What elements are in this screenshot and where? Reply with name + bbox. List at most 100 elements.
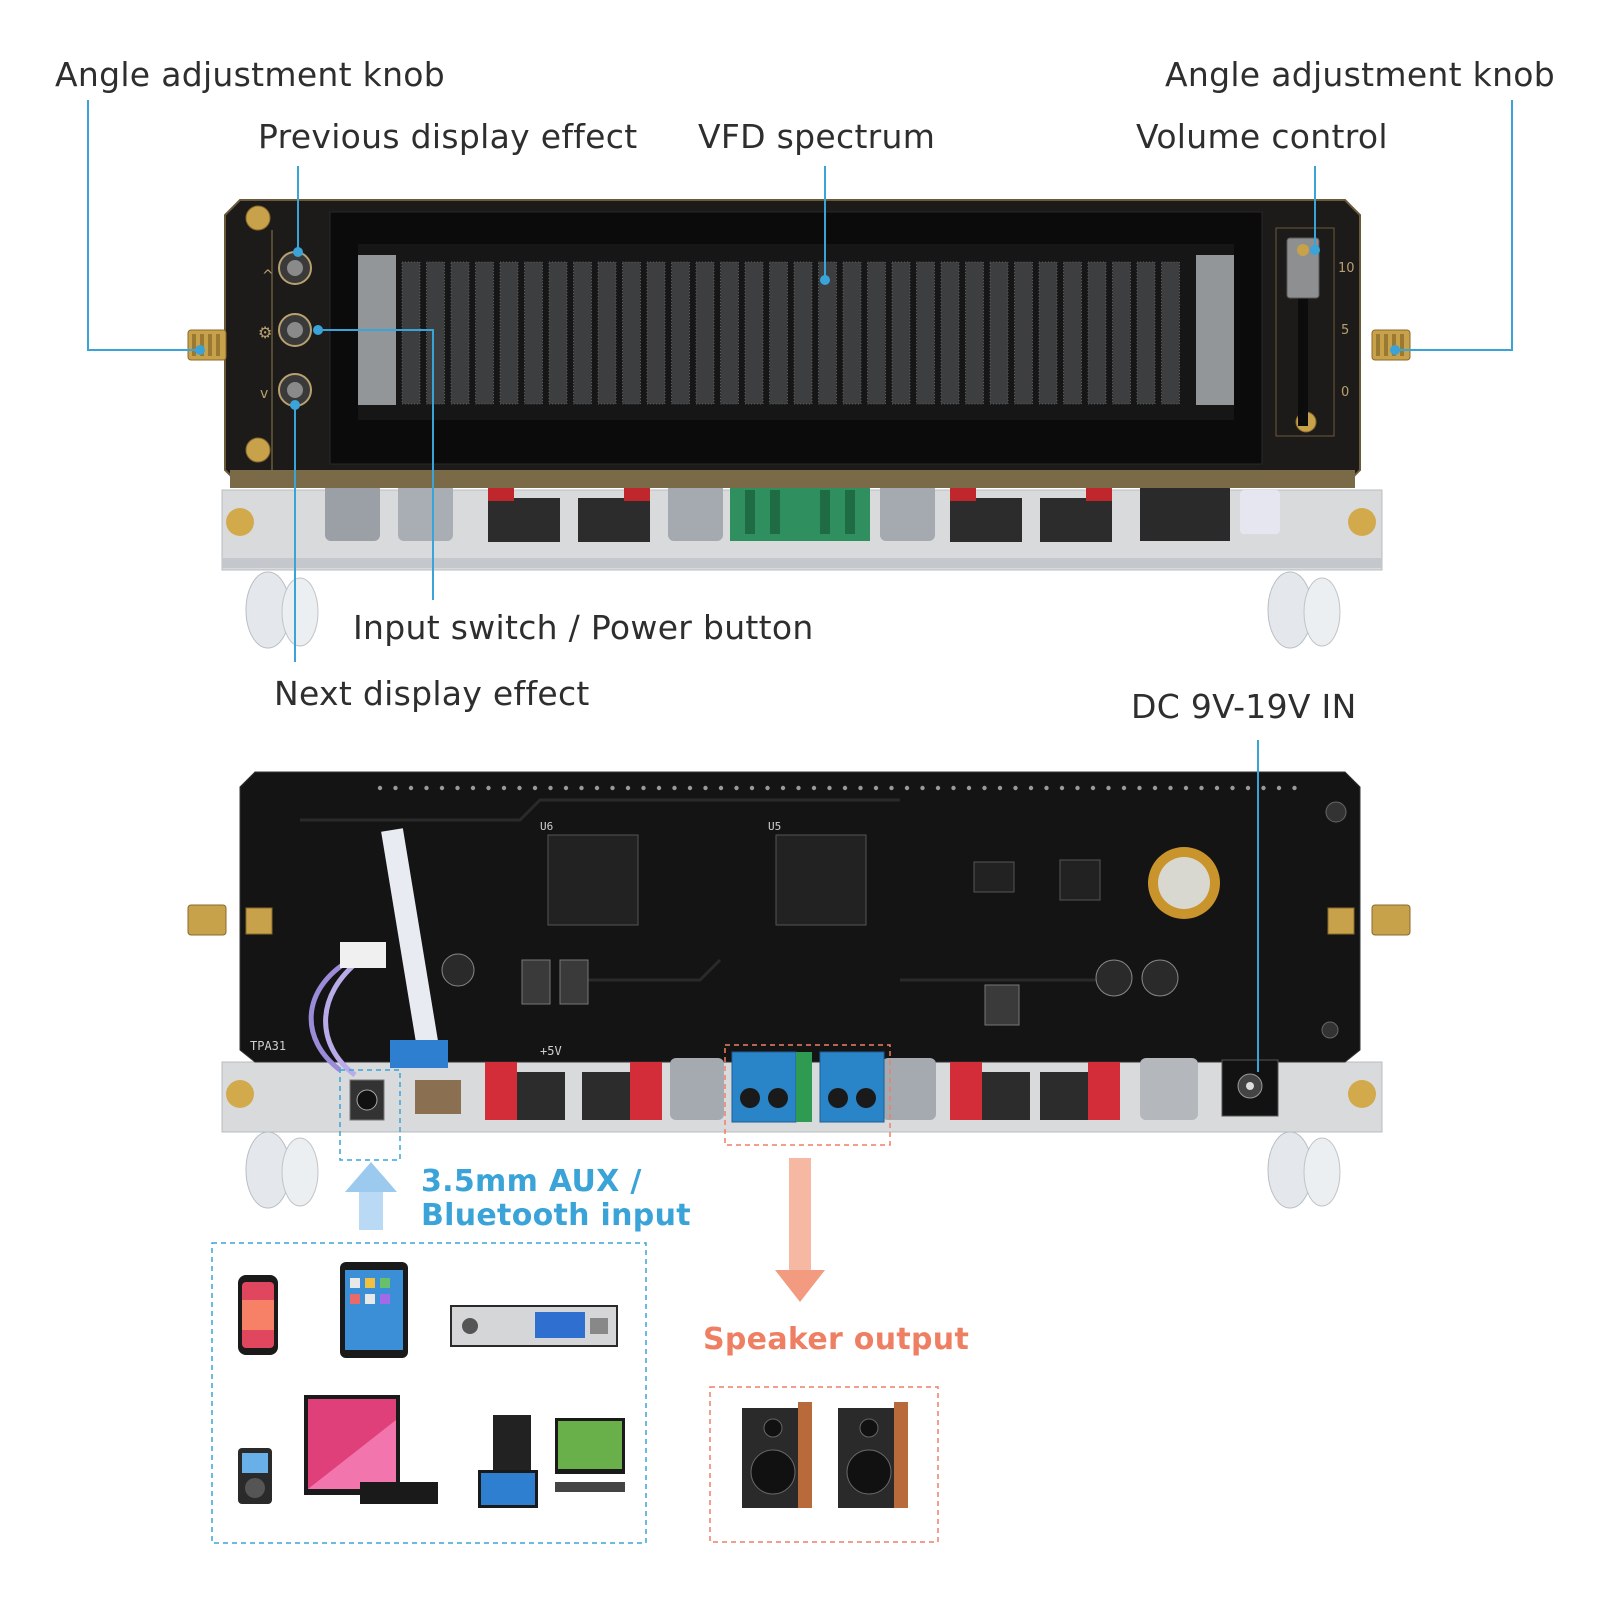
vfd-column	[695, 261, 715, 405]
header-pin	[734, 785, 739, 791]
vfd-column	[989, 261, 1009, 405]
header-pin	[1276, 785, 1282, 791]
vfd-column	[548, 261, 568, 405]
header-pin	[501, 785, 507, 791]
label-angle-knob-right: Angle adjustment knob	[1165, 55, 1556, 94]
back-component-strip	[415, 1058, 1198, 1120]
header-pin	[827, 785, 832, 791]
header-pin	[1013, 785, 1018, 791]
header-pin	[641, 785, 646, 791]
back-angle-knob-right[interactable]	[1327, 904, 1411, 936]
audio-player-icon	[450, 1305, 618, 1347]
header-pin	[563, 785, 569, 791]
vfd-column	[499, 261, 519, 405]
label-dc-in: DC 9V-19V IN	[1131, 687, 1357, 726]
header-pin	[1137, 785, 1142, 791]
header-pin	[749, 785, 755, 791]
chip-u6	[547, 834, 639, 926]
header-pin	[1152, 785, 1158, 791]
volume-slider[interactable]: 10 5 0	[1275, 227, 1355, 437]
header-pin	[1090, 785, 1096, 791]
vfd-column	[1161, 261, 1180, 405]
header-pin	[424, 785, 429, 791]
header-pin	[703, 785, 708, 791]
aux-jack[interactable]	[349, 1079, 385, 1121]
ribbon-cable	[381, 828, 441, 1062]
vfd-column	[744, 261, 764, 405]
callout-dots	[195, 245, 1400, 410]
vfd-column	[793, 261, 813, 405]
header-pin	[1245, 785, 1251, 791]
header-pin	[982, 785, 987, 791]
volume-scale-5: 5	[1341, 323, 1349, 338]
speaker-terminal-left[interactable]	[731, 1051, 812, 1123]
header-pin	[1199, 785, 1204, 791]
header-pin	[486, 785, 491, 791]
phone-icon	[238, 1275, 278, 1355]
angle-knob-left[interactable]	[187, 329, 227, 361]
dc-power-jack[interactable]	[1221, 1059, 1279, 1117]
angle-knob-right[interactable]	[1371, 329, 1411, 361]
header-pin	[873, 785, 879, 791]
header-pin	[393, 785, 398, 791]
label-aux-line1: 3.5mm AUX /	[421, 1164, 642, 1199]
vfd-column	[1087, 261, 1107, 405]
header-pin	[672, 785, 677, 791]
vfd-column	[573, 261, 592, 405]
header-pin	[1214, 785, 1220, 791]
header-pin	[951, 785, 956, 791]
mp3-player-icon	[238, 1448, 272, 1504]
chip-u5	[775, 834, 867, 926]
label-volume-control: Volume control	[1136, 117, 1388, 156]
speaker-left-icon	[742, 1402, 812, 1508]
header-pin	[594, 785, 600, 791]
header-pin	[842, 785, 848, 791]
header-pin	[1059, 785, 1065, 791]
label-input-switch: Input switch / Power button	[353, 608, 814, 647]
input-arrow-icon	[345, 1162, 397, 1230]
vfd-column	[1038, 261, 1058, 405]
vfd-column	[475, 261, 494, 405]
source-devices-box	[211, 1242, 647, 1544]
volume-scale-10: 10	[1338, 261, 1355, 276]
header-pin	[780, 785, 786, 791]
label-speaker-output: Speaker output	[703, 1322, 970, 1357]
vfd-spectrum-columns	[401, 261, 1180, 405]
desktop-pc-icon	[478, 1415, 625, 1508]
corner-screw-icon	[245, 205, 271, 231]
header-pin	[811, 785, 817, 791]
vfd-column	[867, 261, 886, 405]
base-screw-icon	[226, 508, 254, 536]
vfd-column	[940, 261, 960, 405]
header-pin	[858, 785, 863, 791]
label-aux-input: 3.5mm AUX / Bluetooth input	[421, 1165, 691, 1233]
output-arrow-icon	[775, 1158, 825, 1302]
header-pin	[1168, 785, 1173, 791]
header-pin	[889, 785, 894, 791]
vfd-column	[524, 261, 543, 405]
header-pin	[904, 785, 910, 791]
vfd-column	[720, 261, 739, 405]
header-pin	[935, 785, 941, 791]
header-pin	[765, 785, 770, 791]
header-pin	[1106, 785, 1111, 791]
header-pin	[1075, 785, 1080, 791]
vfd-display	[329, 211, 1263, 465]
down-chevron-icon: v	[260, 386, 268, 402]
header-pin	[610, 785, 615, 791]
label-angle-knob-left: Angle adjustment knob	[55, 55, 446, 94]
vfd-column	[965, 261, 984, 405]
corner-screw-icon	[245, 437, 271, 463]
header-pin	[966, 785, 972, 791]
header-pin	[1028, 785, 1034, 791]
back-angle-knob-left[interactable]	[187, 904, 273, 936]
speaker-terminal-right[interactable]	[819, 1051, 885, 1123]
callout-lines	[87, 100, 1513, 1072]
tpa-chip-label: TPA31	[250, 1039, 286, 1053]
callout-input-switch	[318, 329, 434, 600]
header-pin	[687, 785, 693, 791]
volume-scale-0: 0	[1341, 385, 1349, 400]
header-pin	[1292, 785, 1297, 791]
vfd-column	[646, 261, 666, 405]
